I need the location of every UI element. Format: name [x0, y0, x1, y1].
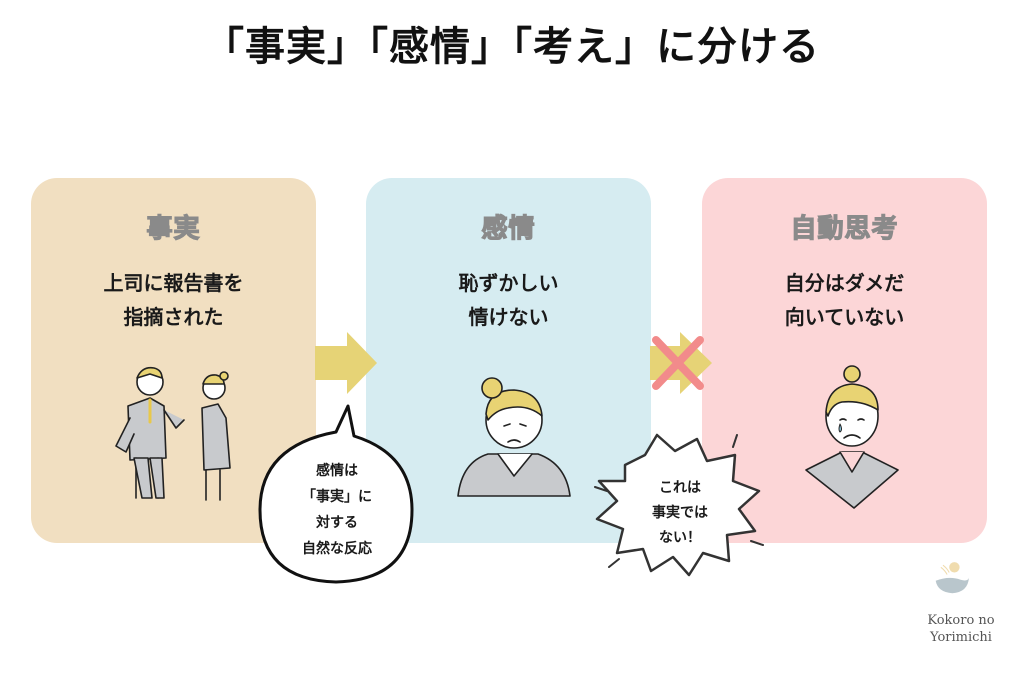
page-title: 「事実」「感情」「考え」に分ける	[204, 24, 820, 70]
speech-bubble	[258, 404, 414, 584]
bubble-line: 感情は	[316, 463, 358, 479]
logo-text: Kokoro no Yorimichi	[906, 612, 1016, 646]
card-text-line: 自分はダメだ	[784, 271, 905, 295]
card-heading: 感情	[481, 213, 536, 244]
card-text-line: 上司に報告書を	[103, 271, 244, 295]
card-text-line: 向いていない	[784, 305, 905, 329]
card-text-line: 恥ずかしい	[458, 271, 559, 295]
arrow-right-icon	[315, 332, 377, 394]
shout-bubble-text: これは 事実では ない！	[620, 476, 740, 551]
card-text: 恥ずかしい 情けない	[366, 266, 651, 334]
bubble-line: ない！	[659, 530, 701, 546]
shout-bubble	[594, 433, 764, 577]
boss-and-employee-illustration	[115, 366, 231, 501]
crying-woman-illustration	[805, 365, 899, 509]
card-automatic-thought: 自動思考 自分はダメだ 向いていない	[702, 178, 987, 543]
bubble-line: 事実では	[652, 505, 708, 521]
arrow-right-crossed-icon	[650, 332, 712, 394]
sun-over-hills-logo-icon	[935, 562, 969, 594]
bubble-line: 対する	[316, 515, 358, 531]
bubble-line: 「事実」に	[302, 489, 372, 505]
card-heading: 自動思考	[790, 213, 899, 244]
card-fact: 事実 上司に報告書を 指摘された	[31, 178, 316, 543]
bubble-line: 自然な反応	[302, 541, 372, 557]
logo-line: Kokoro no	[927, 613, 995, 628]
bubble-line: これは	[659, 480, 701, 496]
card-text: 自分はダメだ 向いていない	[702, 266, 987, 334]
speech-bubble-text: 感情は 「事実」に 対する 自然な反応	[262, 458, 412, 562]
logo-line: Yorimichi	[930, 630, 992, 645]
card-text-line: 情けない	[468, 305, 549, 329]
card-text-line: 指摘された	[123, 305, 224, 329]
embarrassed-woman-illustration	[457, 377, 571, 497]
card-text: 上司に報告書を 指摘された	[31, 266, 316, 334]
card-heading: 事実	[146, 213, 201, 244]
